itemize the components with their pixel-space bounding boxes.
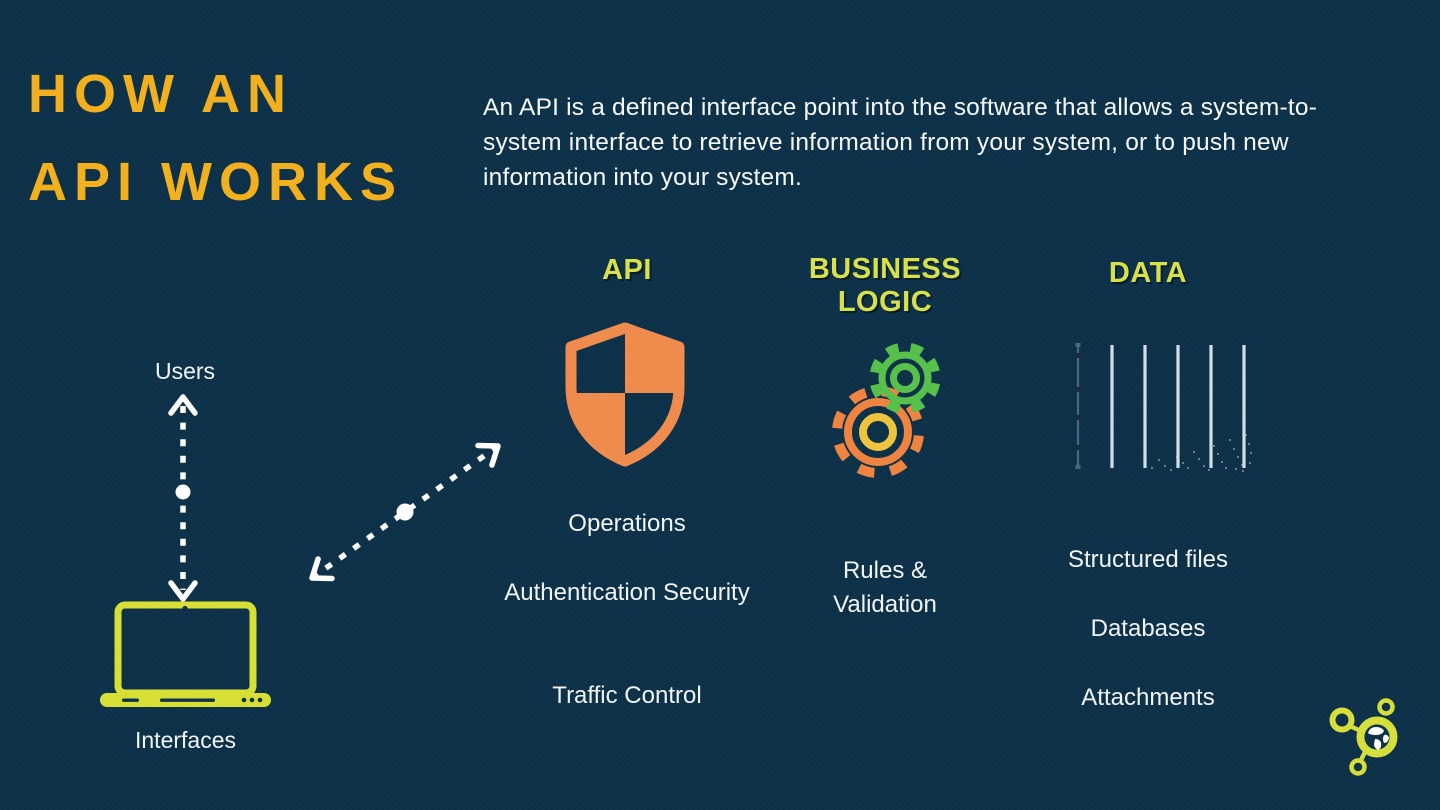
business-logic-item-rules-validation: Rules & Validation (833, 557, 937, 618)
page-title: HOW AN API WORKS (28, 50, 403, 226)
laptop-icon (100, 601, 271, 707)
interface-api-arrow-icon (309, 442, 501, 582)
users-label: Users (154, 358, 216, 384)
column-header-business-logic: BUSINESS LOGIC (808, 253, 962, 318)
api-item-operations: Operations (568, 510, 686, 537)
users-interfaces-arrow-icon (168, 394, 198, 602)
interfaces-label: Interfaces (135, 727, 236, 753)
column-header-data: DATA (1108, 257, 1188, 289)
data-item-attachments: Attachments (1081, 684, 1215, 711)
gears-icon (832, 342, 941, 478)
title-line-1: HOW AN (28, 64, 293, 124)
data-item-structured-files: Structured files (1067, 546, 1229, 573)
shield-icon (565, 322, 685, 467)
column-header-api: API (602, 254, 652, 286)
description-text: An API is a defined interface point into… (483, 94, 1318, 191)
globe-network-logo-icon (1329, 698, 1398, 776)
title-line-2: API WORKS (28, 152, 404, 212)
api-item-traffic-control: Traffic Control (552, 682, 702, 709)
data-lines-icon (1075, 343, 1252, 472)
api-item-authentication-security: Authentication Security (504, 579, 750, 606)
data-item-databases: Databases (1090, 615, 1206, 642)
